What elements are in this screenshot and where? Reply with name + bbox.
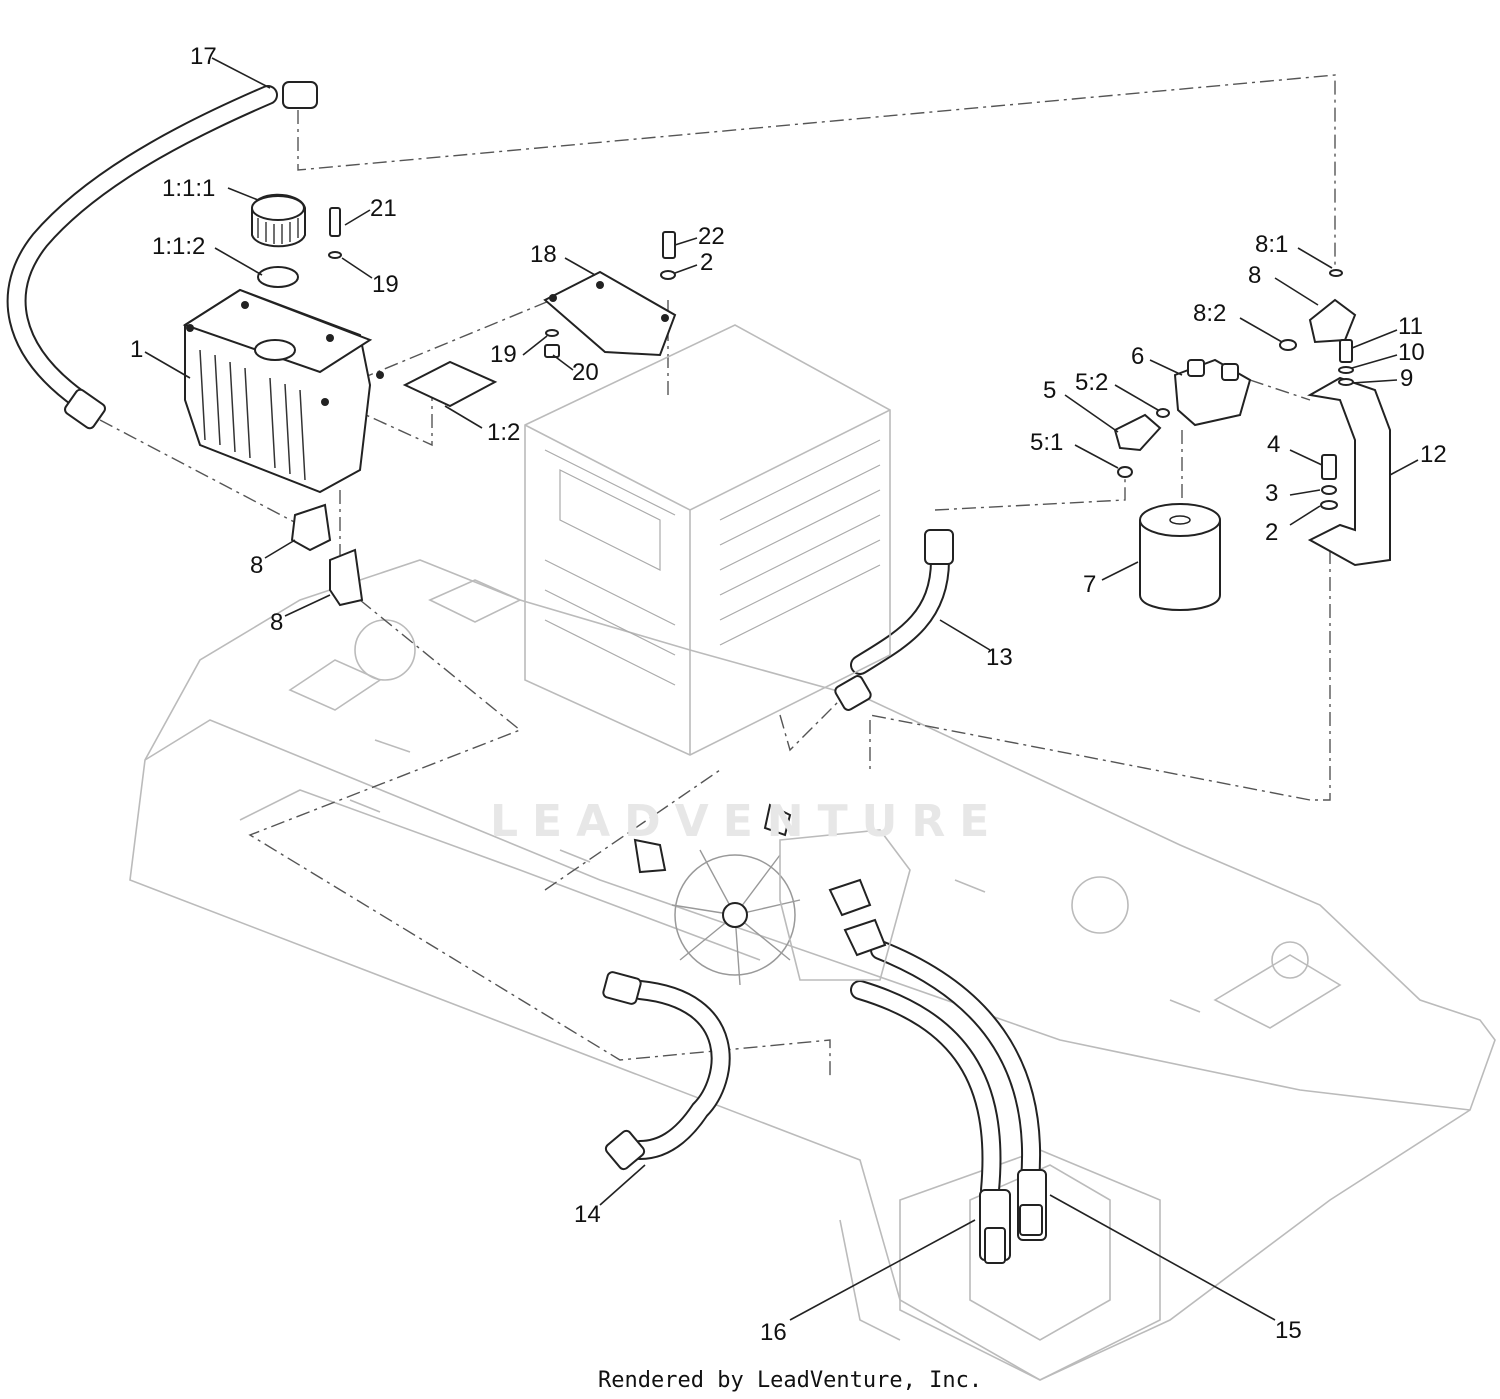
- callout-12: 12: [1420, 441, 1447, 468]
- tank-cap: [251, 193, 306, 248]
- tank-hardware: [328, 207, 342, 259]
- callout-16: 16: [760, 1319, 787, 1346]
- engine-screen: [524, 324, 891, 756]
- callout-14: 14: [574, 1201, 601, 1228]
- callout-20: 20: [572, 359, 599, 386]
- render-credit: Rendered by LeadVenture, Inc.: [598, 1368, 982, 1393]
- hoses: [6, 85, 1042, 1200]
- callout-10: 10: [1398, 339, 1425, 366]
- hose-14-nut-bottom: [604, 1129, 646, 1171]
- callout-22: 22: [698, 223, 725, 250]
- callout-1-1-2: 1:1:2: [152, 233, 205, 260]
- callout-5-1: 5:1: [1030, 429, 1063, 456]
- top-plate: [543, 231, 677, 358]
- callout-7: 7: [1083, 571, 1096, 598]
- leader-lines: [144, 57, 1419, 1321]
- callout-6: 6: [1131, 343, 1144, 370]
- watermark: LEADVENTURE: [490, 796, 1003, 847]
- hydraulic-tank: [182, 288, 384, 494]
- callout-2-a: 2: [700, 249, 713, 276]
- callout-1-1-1: 1:1:1: [162, 175, 215, 202]
- callout-9: 9: [1400, 365, 1413, 392]
- oil-filter: [1139, 503, 1221, 611]
- callout-11: 11: [1398, 313, 1423, 340]
- right-elbow-fittings: [1113, 269, 1357, 478]
- fittings: [64, 81, 1047, 1264]
- callout-13: 13: [986, 644, 1013, 671]
- callout-2-b: 2: [1265, 519, 1278, 546]
- callout-8-1: 8:1: [1255, 231, 1288, 258]
- callout-5-2: 5:2: [1075, 369, 1108, 396]
- decal: [402, 360, 498, 408]
- callout-18: 18: [530, 241, 557, 268]
- hose-14-nut-top: [602, 971, 642, 1005]
- hose-13-nut-top: [924, 529, 954, 565]
- callout-15: 15: [1275, 1317, 1302, 1344]
- callout-5: 5: [1043, 377, 1056, 404]
- callout-17: 17: [190, 43, 217, 70]
- filter-head: [1173, 358, 1252, 427]
- callout-labels: 17 1:1:1 1:1:2 21 19 1 1:2 8 8 18 22 2 1…: [130, 43, 1447, 1346]
- mounting-bracket: [1307, 339, 1391, 567]
- callout-8-2: 8:2: [1193, 300, 1226, 327]
- hose-13-nut-bottom: [834, 675, 872, 711]
- callout-21: 21: [370, 195, 397, 222]
- callout-8-b: 8: [270, 609, 283, 636]
- callout-19-a: 19: [372, 271, 399, 298]
- elbow-17-fitting: [282, 81, 318, 109]
- callout-8-c: 8: [1248, 262, 1261, 289]
- callout-1: 1: [130, 336, 143, 363]
- callout-4: 4: [1267, 431, 1280, 458]
- pump-assembly: [633, 803, 911, 986]
- callout-1-2: 1:2: [487, 419, 520, 446]
- chassis-outline: [129, 559, 1496, 1381]
- hose-17-nut: [64, 388, 106, 430]
- callout-19-b: 19: [490, 341, 517, 368]
- callout-3: 3: [1265, 480, 1278, 507]
- callout-8-a: 8: [250, 552, 263, 579]
- tank-gasket: [257, 266, 299, 288]
- tank-elbow-fittings: [290, 503, 364, 607]
